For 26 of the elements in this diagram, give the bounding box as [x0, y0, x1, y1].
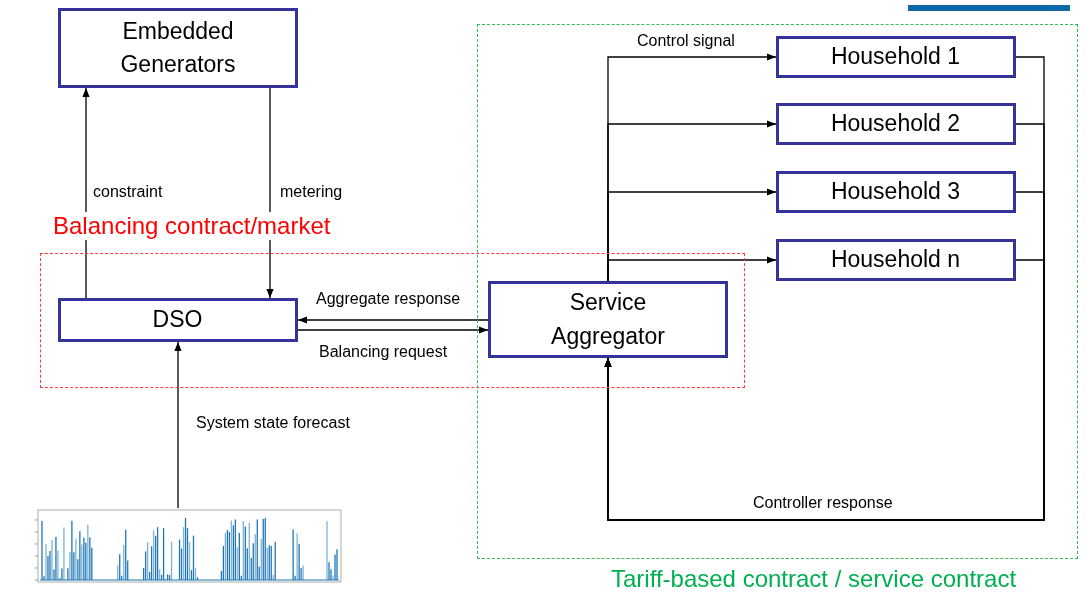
box-label: Household n	[830, 244, 961, 274]
box-label: Service Aggregator	[550, 288, 666, 351]
arrow	[174, 341, 182, 509]
edge-label: Controller response	[752, 494, 894, 512]
process-box	[57, 297, 298, 342]
box-label: Household 2	[830, 108, 961, 138]
process-box	[775, 35, 1016, 78]
process-box	[775, 102, 1016, 145]
process-box	[488, 281, 728, 358]
edge-label: System state forecast	[195, 414, 351, 432]
edge-label: Control signal	[636, 32, 736, 50]
box-label: Embedded Generators	[119, 16, 237, 79]
box-label: DSO	[152, 304, 203, 334]
edge-label: Aggregate response	[315, 290, 462, 308]
box-label: Household 1	[830, 41, 961, 71]
process-box	[775, 170, 1016, 213]
arrow	[297, 316, 489, 324]
edge-label: Balancing request	[318, 343, 449, 361]
arrow	[297, 326, 489, 334]
edge-label: metering	[279, 183, 344, 201]
process-box	[58, 8, 298, 88]
process-box	[775, 238, 1016, 281]
arrow	[604, 259, 1045, 521]
region-title: Balancing contract/market	[53, 212, 331, 240]
box-label: Household 3	[830, 176, 961, 206]
arrow	[607, 256, 777, 282]
